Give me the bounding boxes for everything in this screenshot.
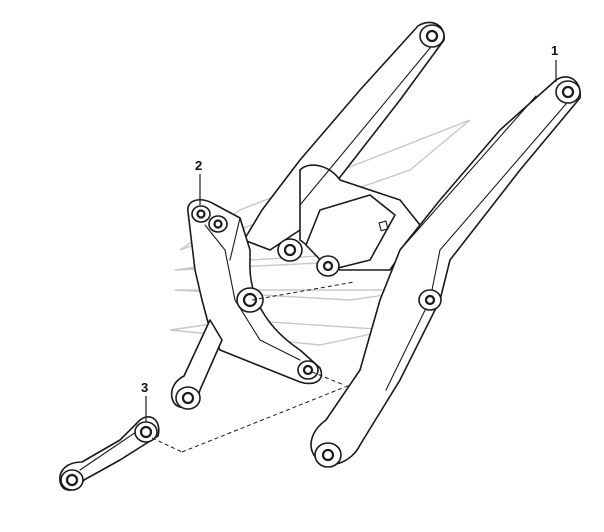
bellcrank-top-hole — [191, 205, 211, 223]
callout-2: 2 — [195, 158, 202, 173]
assembly-line-bellcrank-end-to-boom — [311, 371, 345, 386]
boom-lug-hole-right — [316, 255, 340, 277]
link-bottom-hole — [60, 469, 84, 491]
part-2-bellcrank — [170, 199, 323, 410]
part-3-link — [59, 416, 160, 491]
boom-lug — [305, 194, 396, 271]
bellcrank-upper-hole — [208, 215, 228, 233]
callout-1: 1 — [551, 43, 558, 58]
bellcrank-bottom-hole — [175, 386, 201, 410]
boom-lug-hole-left — [277, 238, 303, 262]
assembly-line-bellcrank-to-boom — [251, 281, 355, 301]
boom-top-rear-pin-hole — [419, 24, 445, 48]
boom-mid-pin-hole — [418, 289, 442, 311]
boom-bottom-pin-hole — [314, 442, 342, 468]
assembly-line-link-top — [151, 437, 183, 453]
boom-top-front-pin-hole — [555, 80, 581, 104]
part-1-boom — [243, 21, 581, 468]
assembly-line-link-to-boom — [181, 384, 351, 453]
bellcrank-center-boss — [236, 287, 264, 313]
callout-3: 3 — [141, 380, 148, 395]
bellcrank-end-hole — [297, 360, 319, 380]
